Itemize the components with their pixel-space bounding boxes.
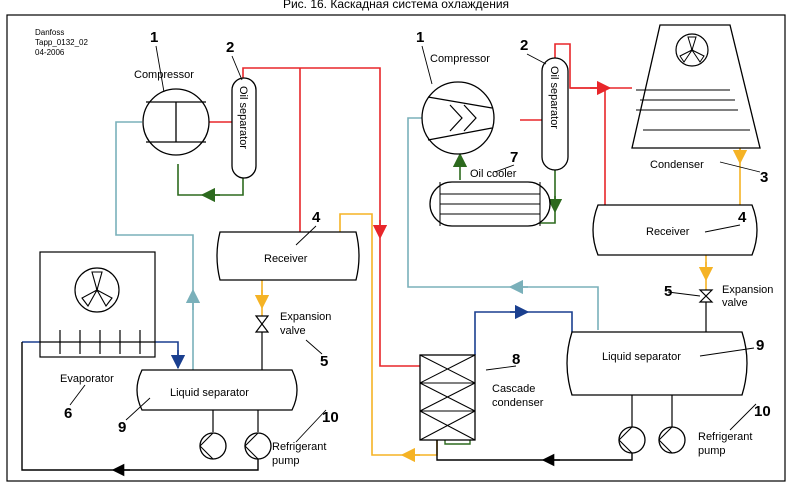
brand-label: Danfoss — [35, 28, 64, 37]
receiver-left — [216, 231, 360, 281]
callout-5-left: 5 — [320, 353, 328, 370]
callout-7: 7 — [510, 149, 518, 166]
callout-10-right: 10 — [754, 403, 771, 420]
pipe-suction-left — [115, 121, 194, 370]
liquid-separator-left — [136, 369, 298, 411]
pipe-pump-risers-right — [631, 395, 673, 428]
callout-10-left: 10 — [322, 409, 339, 426]
drawing-date: 04-2006 — [35, 48, 65, 57]
callout-8: 8 — [512, 351, 520, 368]
liquid-separator-right-label: Liquid separator — [602, 351, 681, 363]
figure-title: Рис. 16. Каскадная система охлаждения — [283, 0, 509, 11]
callout-9-right: 9 — [756, 337, 764, 354]
leader-lines — [69, 45, 761, 443]
oil-separator-left-label: Oil separator — [237, 86, 249, 149]
diagram-frame — [6, 14, 786, 482]
cascade-label-2: condenser — [492, 397, 544, 409]
condenser-label: Condenser — [650, 159, 704, 171]
compressor-right — [421, 81, 495, 155]
callout-5-right: 5 — [664, 283, 672, 300]
expansion-valve-left — [254, 315, 270, 333]
cascade-label-1: Cascade — [492, 383, 535, 395]
callout-2-left: 2 — [226, 39, 234, 56]
receiver-left-label: Receiver — [264, 253, 308, 265]
callout-3: 3 — [760, 169, 768, 186]
callout-1-left: 1 — [150, 29, 158, 46]
condenser — [631, 24, 761, 149]
pipe-discharge-right-down — [570, 87, 606, 205]
compressor-left — [142, 88, 210, 156]
evaporator-label: Evaporator — [60, 373, 114, 385]
evaporator — [39, 251, 156, 358]
pump-left-label-2: pump — [272, 455, 300, 467]
oil-cooler-label: Oil cooler — [470, 168, 517, 180]
expansion-left-label-1: Expansion — [280, 311, 331, 323]
pipe-suction-right — [407, 117, 599, 330]
callout-2-right: 2 — [520, 37, 528, 54]
receiver-right-label: Receiver — [646, 226, 690, 238]
compressor-right-label: Compressor — [430, 53, 490, 65]
liquid-separator-right — [566, 331, 748, 396]
pipe-discharge-left — [242, 67, 420, 367]
pump-right-label-1: Refrigerant — [698, 431, 752, 443]
expansion-valve-right — [698, 289, 714, 303]
callout-4-right: 4 — [738, 209, 747, 226]
callout-6: 6 — [64, 405, 72, 422]
receiver-right — [592, 204, 758, 256]
refrigerant-pump-left — [199, 432, 272, 460]
expansion-right-label-1: Expansion — [722, 284, 773, 296]
drawing-code: Tapp_0132_02 — [35, 38, 88, 47]
liquid-separator-left-label: Liquid separator — [170, 387, 249, 399]
oil-separator-right-label: Oil separator — [548, 66, 560, 129]
pump-right-label-2: pump — [698, 445, 726, 457]
pump-left-label-1: Refrigerant — [272, 441, 326, 453]
oil-separator-right — [541, 57, 569, 171]
expansion-right-label-2: valve — [722, 297, 748, 309]
pipe-pump-return-left — [21, 342, 259, 471]
compressor-left-label: Compressor — [134, 69, 194, 81]
oil-separator-left — [231, 77, 257, 179]
pipe-cascade-bottom — [444, 438, 471, 445]
callout-9-left: 9 — [118, 419, 126, 436]
callout-4-left: 4 — [312, 209, 321, 226]
expansion-left-label-2: valve — [280, 325, 306, 337]
refrigerant-pump-right — [618, 426, 686, 454]
cascade-condenser — [419, 354, 476, 441]
callout-1-right: 1 — [416, 29, 424, 46]
pipe-cascade-inlet — [474, 311, 573, 355]
oil-cooler — [429, 181, 551, 227]
pipe-pump-risers-left — [212, 410, 259, 432]
